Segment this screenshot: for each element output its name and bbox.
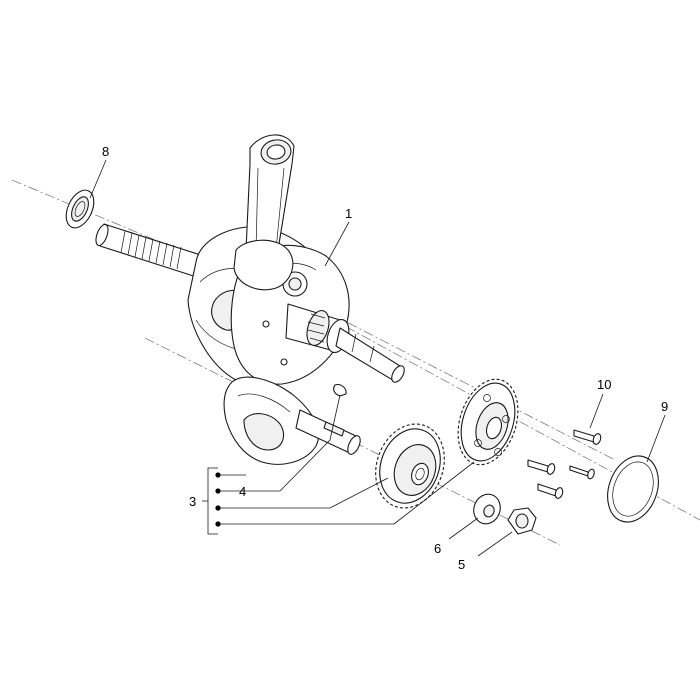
callout-6: 6 (434, 541, 441, 556)
part-oil-seal (65, 189, 95, 229)
callout-5: 5 (458, 557, 465, 572)
part-key (333, 384, 347, 397)
part-screws (527, 429, 602, 499)
callout-8: 8 (102, 144, 109, 159)
part-upper-gear (457, 378, 519, 466)
part-crankshaft (95, 134, 405, 465)
callout-10: 10 (597, 377, 611, 392)
part-shim (607, 455, 659, 523)
callout-3: 3 (189, 494, 196, 509)
part-timing-gear (375, 423, 445, 509)
bracket-dots (215, 472, 221, 527)
part-washer (473, 493, 501, 525)
axis-line-upper (299, 297, 616, 461)
callout-9: 9 (661, 399, 668, 414)
callout-4: 4 (239, 484, 246, 499)
leader-lines (89, 159, 666, 557)
part-nut (507, 507, 537, 535)
callout-1: 1 (345, 206, 352, 221)
callout-labels: 8 1 10 9 3 4 6 5 (102, 144, 668, 572)
